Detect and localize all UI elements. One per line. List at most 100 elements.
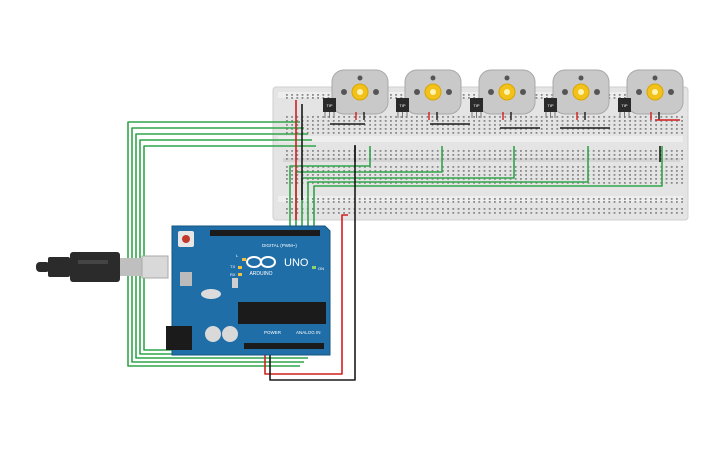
breadboard-hole bbox=[286, 97, 288, 99]
breadboard-hole bbox=[457, 158, 460, 160]
breadboard-hole bbox=[332, 154, 335, 156]
breadboard-hole bbox=[364, 128, 366, 130]
breadboard-hole bbox=[332, 174, 335, 176]
breadboard-hole bbox=[603, 212, 605, 214]
breadboard-hole bbox=[488, 182, 491, 184]
breadboard-hole bbox=[509, 201, 512, 203]
breadboard-hole bbox=[650, 208, 652, 210]
breadboard-hole bbox=[613, 174, 616, 176]
breadboard-hole bbox=[317, 212, 319, 214]
breadboard-hole bbox=[624, 150, 626, 152]
breadboard-hole bbox=[374, 198, 377, 200]
breadboard-hole bbox=[608, 124, 611, 126]
breadboard-hole bbox=[317, 132, 319, 134]
breadboard-hole bbox=[608, 198, 611, 200]
breadboard-hole bbox=[566, 170, 569, 172]
breadboard-hole bbox=[374, 124, 377, 126]
breadboard-hole bbox=[634, 174, 637, 176]
breadboard-hole bbox=[379, 170, 382, 172]
transistor-icon[interactable] bbox=[544, 98, 557, 112]
motor-2[interactable]: TIP bbox=[396, 69, 462, 120]
transistor-label: TIP bbox=[326, 103, 333, 108]
breadboard-hole bbox=[483, 182, 486, 184]
breadboard-hole bbox=[327, 198, 330, 200]
breadboard-hole bbox=[457, 128, 460, 130]
breadboard-hole bbox=[457, 212, 460, 214]
breadboard-hole bbox=[473, 154, 475, 156]
breadboard-hole bbox=[650, 212, 652, 214]
breadboard-hole bbox=[520, 150, 522, 152]
breadboard-hole bbox=[369, 201, 371, 203]
transistor-icon[interactable] bbox=[396, 98, 409, 112]
breadboard-hole bbox=[395, 158, 397, 160]
breadboard-hole bbox=[390, 201, 392, 203]
breadboard-hole bbox=[603, 158, 605, 160]
breadboard-hole bbox=[317, 94, 319, 96]
breadboard-hole bbox=[598, 208, 600, 210]
breadboard-hole bbox=[655, 208, 657, 210]
breadboard-hole bbox=[296, 94, 299, 96]
motor-5[interactable]: TIP bbox=[618, 69, 684, 120]
breadboard-hole bbox=[650, 182, 652, 184]
breadboard-hole bbox=[358, 128, 361, 130]
breadboard-hole bbox=[561, 178, 564, 180]
arduino-model: UNO bbox=[284, 257, 309, 269]
breadboard-hole bbox=[520, 198, 522, 200]
breadboard-hole bbox=[353, 128, 356, 130]
transistor-icon[interactable] bbox=[470, 98, 483, 112]
transistor-icon[interactable] bbox=[618, 98, 631, 112]
breadboard-hole bbox=[525, 212, 527, 214]
breadboard-hole bbox=[462, 116, 465, 118]
breadboard-hole bbox=[587, 208, 590, 210]
breadboard-hole bbox=[306, 128, 309, 130]
breadboard-hole bbox=[504, 174, 507, 176]
breadboard-hole bbox=[431, 174, 434, 176]
breadboard-hole bbox=[462, 150, 465, 152]
motor-4[interactable]: TIP bbox=[544, 69, 610, 120]
breadboard-hole bbox=[296, 132, 299, 134]
breadboard-hole bbox=[577, 208, 579, 210]
breadboard-hole bbox=[598, 150, 600, 152]
breadboard-hole bbox=[665, 166, 668, 168]
motor-screw bbox=[578, 75, 584, 81]
breadboard-hole bbox=[608, 212, 611, 214]
motor-screw bbox=[446, 89, 452, 95]
breadboard-hole bbox=[348, 116, 351, 118]
breadboard-hole bbox=[670, 116, 673, 118]
breadboard-hole bbox=[566, 132, 569, 134]
breadboard-hole bbox=[468, 208, 470, 210]
breadboard-hole bbox=[296, 170, 299, 172]
breadboard-hole bbox=[421, 182, 423, 184]
breadboard-hole bbox=[618, 174, 621, 176]
breadboard-hole bbox=[379, 178, 382, 180]
breadboard-hole bbox=[384, 178, 387, 180]
breadboard-hole bbox=[613, 124, 616, 126]
breadboard-hole bbox=[603, 170, 605, 172]
breadboard-hole bbox=[452, 178, 455, 180]
breadboard-hole bbox=[629, 208, 631, 210]
breadboard-hole bbox=[551, 208, 553, 210]
breadboard-hole bbox=[327, 150, 330, 152]
breadboard-hole bbox=[551, 116, 553, 118]
breadboard-hole bbox=[457, 174, 460, 176]
breadboard-hole bbox=[488, 170, 491, 172]
transistor-icon[interactable] bbox=[323, 98, 336, 112]
breadboard-hole bbox=[317, 182, 319, 184]
breadboard-hole bbox=[509, 158, 512, 160]
arduino-uno[interactable]: ARDUINO UNO DIGITAL (PWM~) POWER ANALOG … bbox=[166, 225, 331, 356]
breadboard-hole bbox=[650, 154, 652, 156]
breadboard-hole bbox=[410, 124, 413, 126]
breadboard-hole bbox=[499, 116, 501, 118]
breadboard-hole bbox=[603, 174, 605, 176]
breadboard-hole bbox=[494, 128, 496, 130]
motor-1[interactable]: TIP bbox=[323, 69, 389, 120]
breadboard-hole bbox=[312, 182, 314, 184]
motor-3[interactable]: TIP bbox=[470, 69, 536, 120]
breadboard-hole bbox=[665, 150, 668, 152]
breadboard-hole bbox=[384, 124, 387, 126]
breadboard-hole bbox=[613, 132, 616, 134]
breadboard-hole bbox=[390, 128, 392, 130]
breadboard-hole bbox=[421, 170, 423, 172]
breadboard-hole bbox=[462, 97, 465, 99]
breadboard-hole bbox=[556, 116, 559, 118]
